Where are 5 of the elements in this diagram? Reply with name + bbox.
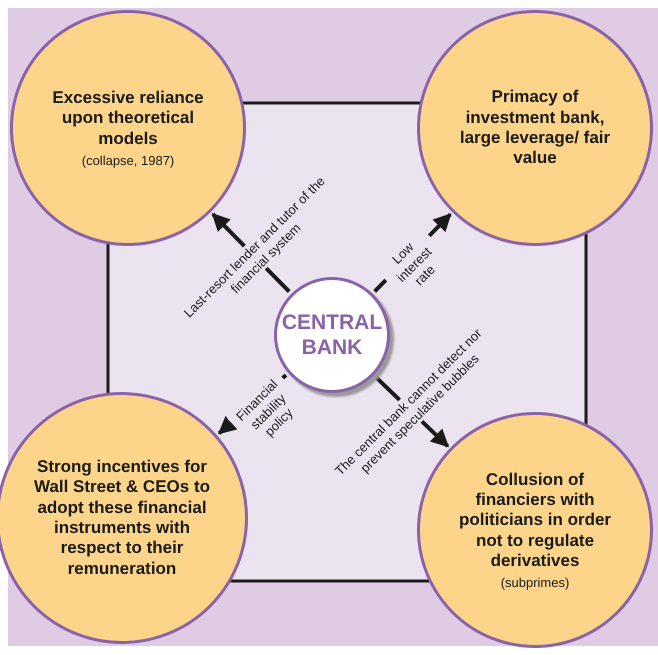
circle-note: (collapse, 1987)	[82, 153, 174, 168]
circle-heading: Strong incentives for Wall Street & CEOs to adopt these financial instruments with respect to their remuneration	[32, 456, 211, 580]
circle-note: (subprimes)	[500, 575, 570, 590]
circle-heading: Excessive reliance upon theoretical models	[51, 88, 205, 150]
circle-heading: Primacy of investment bank, large leverage/ fair value	[458, 87, 612, 169]
